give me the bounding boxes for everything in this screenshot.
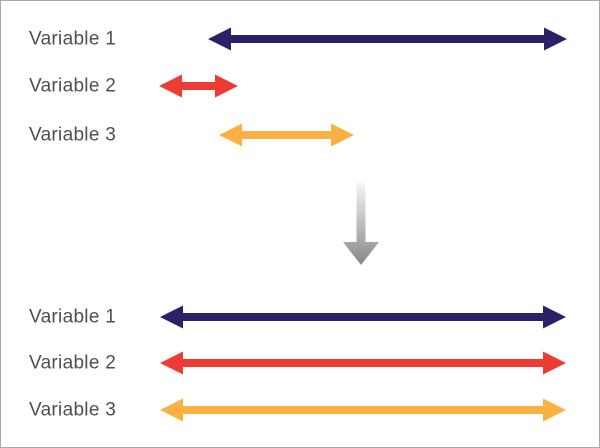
variable-label-variable-3: Variable 3 [29,400,116,421]
variable-1-range-arrow [160,305,566,329]
variable-label-variable-2: Variable 2 [29,353,116,374]
variable-1-range-arrow [208,27,567,51]
transform-section [343,183,379,265]
variable-label-variable-1: Variable 1 [29,29,116,50]
variable-2-range-arrow [160,351,566,375]
variable-label-variable-1: Variable 1 [29,307,116,328]
down-arrow-icon [343,183,379,265]
scaled-variables-section: Variable 1 Variable 2 Variable 3 [29,305,566,422]
variable-label-variable-3: Variable 3 [29,125,116,146]
original-variables-section: Variable 1 Variable 2 Variable 3 [29,27,567,147]
variable-3-range-arrow [219,123,354,147]
variable-label-variable-2: Variable 2 [29,76,116,97]
variable-3-range-arrow [160,398,566,422]
variable-2-range-arrow [159,74,238,98]
